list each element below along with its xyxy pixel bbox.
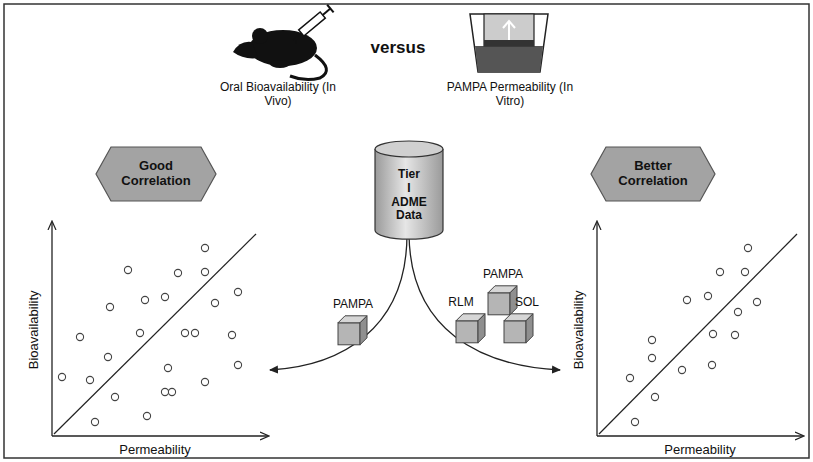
rat-icon	[233, 28, 326, 80]
data-point	[201, 378, 208, 385]
assay-cube: PAMPA	[478, 268, 528, 318]
data-point	[168, 388, 175, 395]
data-point	[704, 292, 711, 299]
node-label: PAMPA	[483, 268, 523, 282]
data-point	[651, 393, 658, 400]
node-label: SOL	[515, 296, 539, 310]
data-point	[161, 293, 168, 300]
data-point	[161, 388, 168, 395]
data-point	[136, 329, 143, 336]
data-point	[678, 366, 685, 373]
node-label: Better Correlation	[607, 159, 699, 189]
data-point	[141, 296, 148, 303]
data-point	[201, 244, 208, 251]
data-point	[626, 374, 633, 381]
flow-arrow	[409, 234, 560, 370]
axis-label: Permeability	[95, 442, 215, 458]
assay-cube: SOL	[502, 296, 552, 346]
data-point	[731, 331, 738, 338]
assay-cube: PAMPA	[328, 298, 378, 348]
data-point	[708, 361, 715, 368]
data-point	[106, 303, 113, 310]
axis-label: Bioavailability	[571, 270, 587, 390]
data-point	[734, 308, 741, 315]
node-label: Tier I ADME Data	[379, 168, 439, 223]
node-label: RLM	[448, 296, 473, 310]
scatter-chart	[597, 222, 803, 436]
data-point	[181, 329, 188, 336]
data-point	[86, 376, 93, 383]
database-cylinder: Tier I ADME Data	[374, 140, 444, 239]
data-point	[76, 333, 83, 340]
node-label: PAMPA	[333, 298, 373, 312]
data-point	[228, 331, 235, 338]
data-point	[191, 329, 198, 336]
syringe-icon	[286, 5, 334, 45]
hexagon-badge: Good Correlation	[95, 146, 217, 202]
data-point	[91, 418, 98, 425]
data-point	[58, 373, 65, 380]
hexagon-badge: Better Correlation	[590, 146, 716, 202]
data-point	[124, 266, 131, 273]
data-point	[111, 393, 118, 400]
data-point	[234, 288, 241, 295]
data-point	[709, 330, 716, 337]
frame	[4, 4, 809, 458]
data-point	[104, 353, 111, 360]
flow-arrow	[270, 234, 407, 370]
node-label: Good Correlation	[112, 159, 200, 189]
versus-label: versus	[353, 38, 443, 58]
data-point	[683, 296, 690, 303]
icon-caption: PAMPA Permeability (In Vitro)	[435, 80, 585, 109]
data-point	[201, 268, 208, 275]
data-point	[753, 298, 760, 305]
pampa-well-icon	[470, 14, 548, 72]
data-point	[174, 269, 181, 276]
data-point	[744, 244, 751, 251]
scatter-chart	[52, 222, 268, 436]
data-point	[631, 418, 638, 425]
data-point	[234, 361, 241, 368]
axis-label: Bioavailability	[26, 270, 42, 390]
data-point	[741, 268, 748, 275]
data-point	[211, 299, 218, 306]
data-point	[716, 268, 723, 275]
data-point	[164, 364, 171, 371]
data-point	[648, 354, 655, 361]
data-point	[648, 336, 655, 343]
icon-caption: Oral Bioavailability (In Vivo)	[208, 80, 348, 109]
axis-label: Permeability	[640, 442, 760, 458]
data-point	[143, 412, 150, 419]
assay-cube: RLM	[436, 296, 486, 346]
